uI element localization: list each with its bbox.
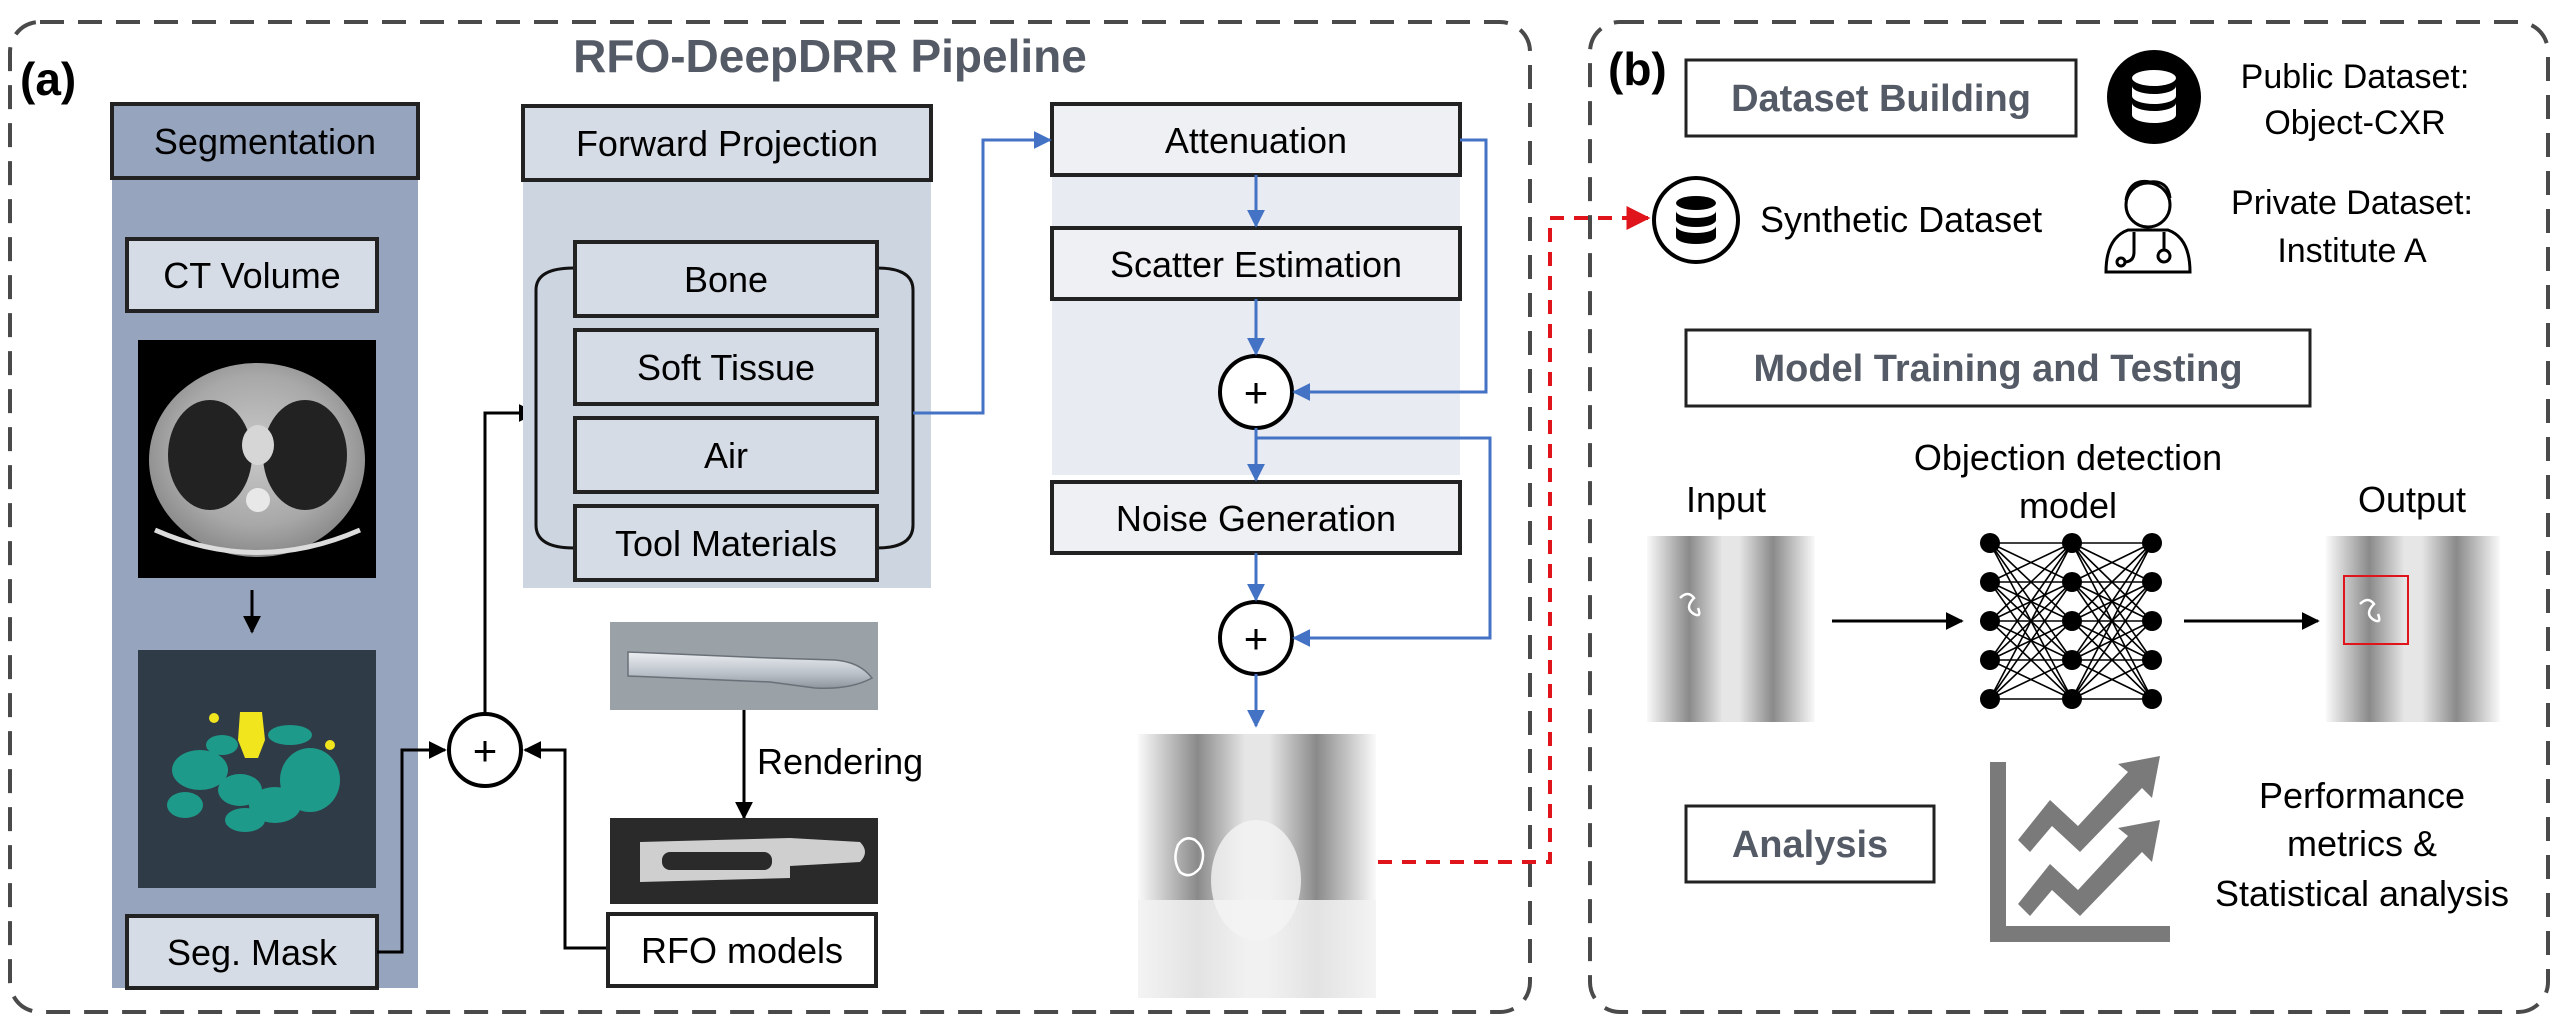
output-label: Output [2358, 479, 2466, 520]
material-box [573, 240, 879, 318]
material-label: Bone [684, 259, 768, 300]
seg-mask-to-sum-arrow [377, 741, 447, 954]
input-label: Input [1686, 479, 1766, 520]
network-edge [2071, 542, 2153, 661]
material-box [573, 328, 879, 406]
database-icon [2107, 50, 2201, 144]
private-dataset-line2: Institute A [2277, 232, 2427, 270]
materials-left-bracket [534, 266, 575, 550]
performance-line3: Statistical analysis [2215, 873, 2509, 914]
material-box [573, 504, 879, 582]
network-edge [1989, 542, 2073, 661]
network-node [1980, 533, 2000, 553]
model-training-label: Model Training and Testing [1753, 348, 2242, 390]
network-edge [1989, 581, 2073, 700]
doctor-icon [2104, 179, 2192, 274]
network-node [1980, 689, 2000, 709]
network-node [1980, 572, 2000, 592]
scalpel-photo [610, 622, 878, 710]
performance-line2: metrics & [2287, 823, 2437, 864]
panel-a-title: RFO-DeepDRR Pipeline [573, 30, 1087, 82]
rfo-to-sum-arrow [523, 741, 608, 950]
forward-projection-header-box [521, 104, 933, 182]
network-node [2142, 533, 2162, 553]
analysis-box [1684, 804, 1936, 884]
network-node [2142, 650, 2162, 670]
sum-junction-scatter-symbol: + [1244, 369, 1269, 416]
model-training-box [1684, 328, 2312, 408]
segmentation-header-box [110, 102, 420, 180]
input-xray-image [1647, 536, 1815, 722]
network-node [2062, 650, 2082, 670]
dataset-building-box [1684, 58, 2078, 138]
network-node [2062, 689, 2082, 709]
network-node [2062, 533, 2082, 553]
seg-mask-label: Seg. Mask [167, 932, 338, 973]
network-edge [2071, 581, 2153, 700]
dataset-building-label: Dataset Building [1731, 78, 2031, 120]
private-dataset-line1: Private Dataset: [2231, 184, 2473, 222]
network-edge [1989, 542, 2073, 622]
network-edge [1989, 659, 2073, 700]
synthetic-xray-image [1138, 734, 1376, 998]
material-label: Tool Materials [615, 523, 837, 564]
material-box [573, 416, 879, 494]
network-edge [1989, 542, 2073, 583]
database-icon [1652, 176, 1740, 264]
sum-to-forward-projection-arrow [483, 404, 537, 714]
panel-a-letter: (a) [20, 53, 76, 105]
network-edge [1989, 542, 2073, 700]
rendering-label: Rendering [757, 741, 923, 782]
ct-slice-image [138, 340, 376, 578]
panel-b-frame [1588, 20, 2550, 1014]
network-edge [2071, 542, 2153, 583]
ct-volume-label: CT Volume [163, 255, 340, 296]
performance-line1: Performance [2259, 775, 2465, 816]
analysis-label: Analysis [1732, 824, 1888, 866]
segmentation-mask-image [138, 650, 376, 888]
dataset-link-arrow [1378, 206, 1651, 864]
network-node [2062, 572, 2082, 592]
model-label-line2: model [2019, 485, 2117, 526]
trend-chart-icon [1990, 756, 2170, 942]
neural-network-icon [1980, 533, 2162, 709]
public-dataset-line1: Public Dataset: [2241, 58, 2470, 96]
panel-a-frame [8, 20, 1532, 1014]
material-label: Soft Tissue [637, 347, 815, 388]
seg-mask-box [125, 914, 379, 990]
sum-junction-noise-symbol: + [1244, 615, 1269, 662]
materials-right-bracket [876, 266, 915, 550]
rfo-models-label: RFO models [641, 930, 843, 971]
ct-volume-box [125, 237, 379, 313]
material-label: Air [704, 435, 748, 476]
model-label-line1: Objection detection [1914, 437, 2222, 478]
attenuation-label: Attenuation [1165, 120, 1347, 161]
network-node [2062, 611, 2082, 631]
physics-arrows [913, 131, 1492, 728]
synthetic-dataset-label: Synthetic Dataset [1760, 199, 2042, 240]
rfo-models-box [606, 912, 878, 988]
network-node [2142, 572, 2162, 592]
segmentation-header: Segmentation [154, 121, 376, 162]
network-edge [2071, 620, 2153, 700]
panel-b-letter: (b) [1608, 43, 1667, 95]
network-node [2142, 611, 2162, 631]
network-edge [1989, 620, 2073, 700]
sum-junction-a-symbol: + [473, 727, 498, 774]
forward-projection-header: Forward Projection [576, 123, 878, 164]
network-node [1980, 650, 2000, 670]
network-node [2142, 689, 2162, 709]
network-edge [2071, 542, 2153, 700]
network-edge [2071, 659, 2153, 700]
network-node [1980, 611, 2000, 631]
output-xray-image [2326, 536, 2500, 722]
public-dataset-line2: Object-CXR [2264, 104, 2445, 142]
noise-generation-label: Noise Generation [1116, 498, 1396, 539]
scatter-estimation-label: Scatter Estimation [1110, 244, 1402, 285]
rendered-rfo-image [610, 818, 878, 904]
network-edge [2071, 542, 2153, 622]
